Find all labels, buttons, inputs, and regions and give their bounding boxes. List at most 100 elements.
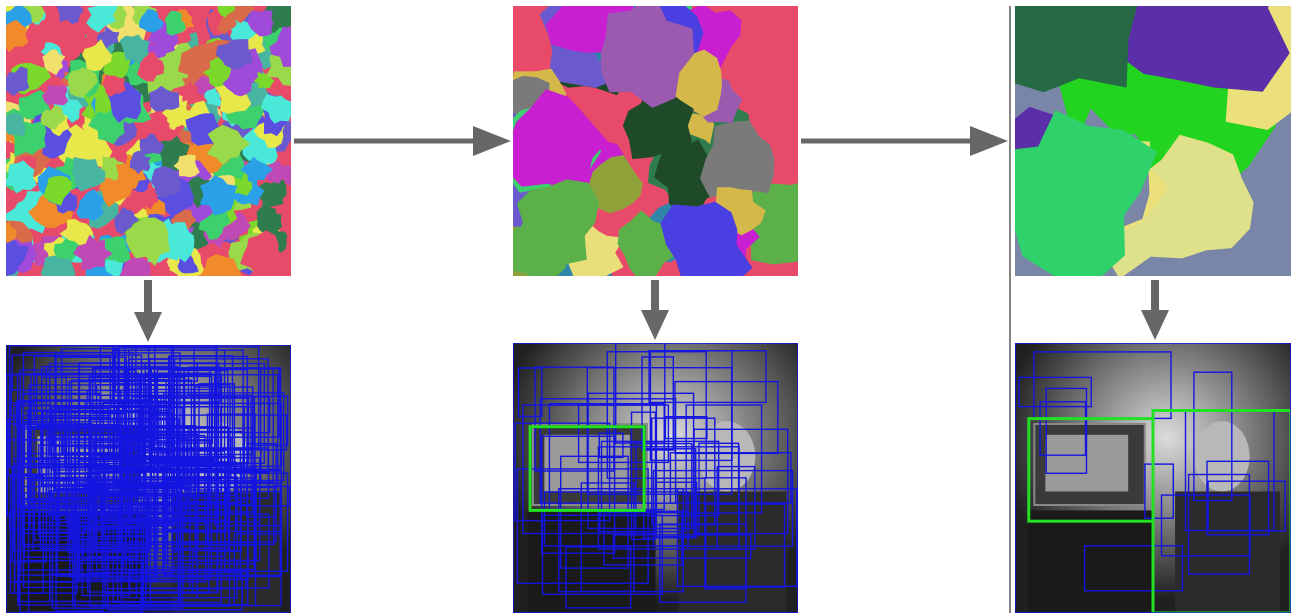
segment-region xyxy=(52,188,78,214)
flow-arrows xyxy=(134,126,1169,342)
candidate-box xyxy=(541,514,664,595)
segment-region xyxy=(150,166,181,198)
candidate-box xyxy=(539,398,677,504)
fine-proposal-boxes-photo xyxy=(6,345,291,613)
segment-region xyxy=(6,19,29,53)
segment-region xyxy=(119,34,150,65)
candidate-box xyxy=(11,466,47,563)
candidate-box xyxy=(517,367,543,418)
candidate-box xyxy=(630,411,657,541)
candidate-box xyxy=(514,422,611,522)
candidate-box xyxy=(9,511,80,583)
segment-region xyxy=(200,254,242,276)
candidate-box xyxy=(1160,494,1251,557)
candidate-box xyxy=(168,355,234,466)
candidate-box xyxy=(587,392,695,530)
segment-region xyxy=(202,56,232,88)
candidate-box xyxy=(19,369,136,506)
candidate-box xyxy=(543,491,689,547)
candidate-box xyxy=(1018,376,1092,408)
segment-region xyxy=(6,239,29,276)
candidate-box xyxy=(1144,463,1175,519)
segment-region xyxy=(129,150,152,175)
segment-region xyxy=(6,66,30,97)
segment-region xyxy=(72,157,106,192)
segment-region xyxy=(1015,6,1138,93)
candidate-box xyxy=(1083,545,1184,592)
segment-region xyxy=(513,89,608,197)
candidate-box xyxy=(1039,401,1087,456)
candidate-box xyxy=(137,412,173,454)
segment-region xyxy=(102,259,124,276)
segment-region xyxy=(42,84,69,106)
candidate-box xyxy=(158,402,283,467)
selected-box xyxy=(528,425,646,512)
candidate-box xyxy=(69,511,213,578)
segment-region xyxy=(1092,6,1290,92)
segment-region xyxy=(206,124,251,165)
segment-region xyxy=(163,222,195,263)
box-extract-arrow-1 xyxy=(134,280,162,342)
candidate-box xyxy=(705,503,786,588)
merge-arrow-1 xyxy=(294,126,511,156)
segment-region xyxy=(247,10,274,37)
merge-arrow-2 xyxy=(801,126,1008,156)
segment-region xyxy=(654,139,721,216)
candidate-box xyxy=(586,367,733,495)
segment-region xyxy=(135,187,159,210)
candidate-box xyxy=(11,354,143,391)
candidate-box xyxy=(516,468,649,584)
segment-region xyxy=(149,85,180,112)
candidate-box xyxy=(560,455,629,569)
segment-region xyxy=(269,26,291,67)
medium-proposal-boxes-photo xyxy=(513,343,798,613)
segment-region xyxy=(73,234,113,270)
segment-region xyxy=(217,6,236,18)
segment-region xyxy=(260,94,291,124)
candidate-box xyxy=(13,404,52,503)
candidate-box xyxy=(116,513,249,581)
candidate-box xyxy=(149,414,288,451)
segment-region xyxy=(139,133,165,155)
segment-region xyxy=(139,8,164,33)
candidate-box xyxy=(71,484,181,607)
segment-region xyxy=(222,71,252,97)
candidate-box xyxy=(1045,387,1088,474)
candidate-box xyxy=(125,388,217,460)
candidate-box xyxy=(82,527,137,560)
candidate-box xyxy=(685,404,763,514)
segment-region xyxy=(43,175,72,206)
segment-region xyxy=(600,6,694,108)
candidate-box xyxy=(107,587,243,611)
selected-box xyxy=(1151,409,1291,613)
segment-region xyxy=(700,120,775,198)
segment-region xyxy=(513,179,599,264)
segment-region xyxy=(204,87,223,107)
candidate-box xyxy=(94,426,230,549)
candidate-box xyxy=(89,410,133,524)
candidate-box xyxy=(19,559,144,613)
candidate-box xyxy=(664,416,708,440)
segment-region xyxy=(1137,134,1254,259)
box-extract-arrow-3 xyxy=(1141,280,1169,340)
segment-region xyxy=(82,39,112,72)
segment-region xyxy=(40,255,76,276)
segment-region xyxy=(660,201,753,276)
segment-region xyxy=(6,113,26,137)
segment-region xyxy=(6,160,37,194)
candidate-box xyxy=(117,347,150,438)
segment-region xyxy=(125,217,170,267)
segment-region xyxy=(53,238,84,264)
candidate-box xyxy=(659,523,747,603)
candidate-box xyxy=(165,477,255,565)
segment-region xyxy=(76,189,106,222)
segment-region xyxy=(40,105,66,130)
candidate-box xyxy=(236,485,291,507)
candidate-box xyxy=(104,455,236,497)
coarse-proposal-boxes-photo xyxy=(1015,343,1291,613)
segment-region xyxy=(199,175,238,216)
coarse-segmentation-map xyxy=(1015,6,1291,276)
person-body-shape xyxy=(1175,491,1280,613)
box-extract-arrow-2 xyxy=(641,280,669,340)
